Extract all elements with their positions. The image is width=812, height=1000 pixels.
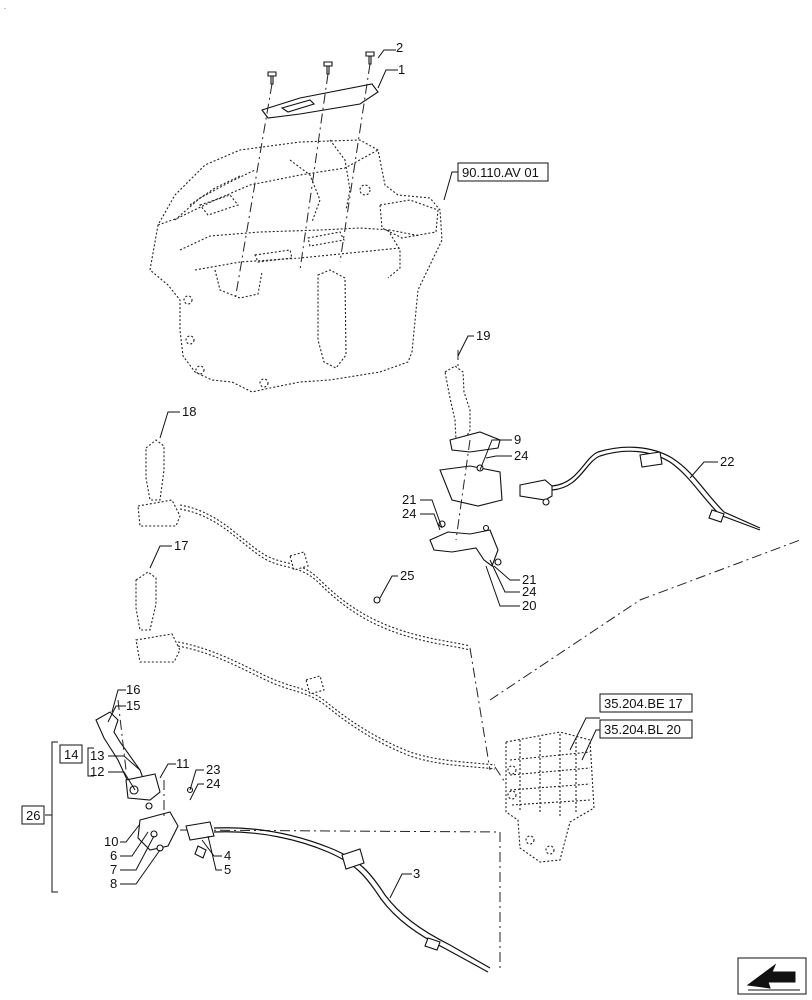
group-bracket-14 <box>87 747 94 777</box>
svg-text:35.204.BE 17: 35.204.BE 17 <box>604 696 683 711</box>
cab-console-housing <box>149 139 443 393</box>
lever-assembly <box>95 699 194 852</box>
callout-2: 2 <box>396 40 403 55</box>
joystick-assembly-19 <box>429 350 553 567</box>
svg-text:14: 14 <box>64 747 78 762</box>
small-bolt-25 <box>373 596 381 604</box>
boxed-reference-valve-1: 35.204.BE 17 <box>599 693 693 713</box>
callout-12: 12 <box>90 764 104 779</box>
callout-labels: 1 2 3 4 5 6 7 8 9 10 11 12 13 15 16 17 1… <box>90 40 734 891</box>
callout-20: 20 <box>522 598 536 613</box>
svg-text:26: 26 <box>26 808 40 823</box>
boxed-reference-cab: 90.110.AV 01 <box>457 162 549 182</box>
callout-6: 6 <box>110 848 117 863</box>
joystick-assembly-18 <box>137 439 471 651</box>
svg-text:35.204.BL 20: 35.204.BL 20 <box>604 722 681 737</box>
callout-25: 25 <box>400 568 414 583</box>
control-cable-3 <box>185 821 491 973</box>
callout-24-lever: 24 <box>206 776 220 791</box>
callout-8: 8 <box>110 876 117 891</box>
callout-24-top: 24 <box>514 448 528 463</box>
leader-lines <box>107 49 718 899</box>
callout-5: 5 <box>224 862 231 877</box>
boxed-reference-valve-2: 35.204.BL 20 <box>599 719 693 739</box>
callout-15: 15 <box>126 698 140 713</box>
callout-19: 19 <box>476 328 490 343</box>
callout-10: 10 <box>104 834 118 849</box>
group-bracket-26 <box>45 741 58 893</box>
connection-lines <box>179 539 801 970</box>
callout-13: 13 <box>90 748 104 763</box>
callout-17: 17 <box>174 538 188 553</box>
callout-3: 3 <box>413 866 420 881</box>
boxed-reference-26: 26 <box>21 805 45 825</box>
view-direction-arrow-icon <box>737 957 807 995</box>
callout-24-left: 24 <box>402 506 416 521</box>
callout-18: 18 <box>182 404 196 419</box>
svg-text:90.110.AV 01: 90.110.AV 01 <box>462 165 539 180</box>
callout-9: 9 <box>514 432 521 447</box>
cover-plate <box>261 83 379 119</box>
cover-plate-center-lines <box>234 63 371 301</box>
callout-21-right: 21 <box>522 572 536 587</box>
svg-text:.: . <box>4 4 6 11</box>
callout-4: 4 <box>224 848 231 863</box>
callout-16: 16 <box>126 682 140 697</box>
screws-top <box>267 51 375 85</box>
callout-7: 7 <box>110 862 117 877</box>
callout-1: 1 <box>398 62 405 77</box>
callout-23: 23 <box>206 762 220 777</box>
callout-24-right: 24 <box>522 584 536 599</box>
control-valve <box>505 731 595 863</box>
callout-22: 22 <box>720 454 734 469</box>
callout-21-left: 21 <box>402 492 416 507</box>
boxed-reference-14: 14 <box>59 744 83 764</box>
control-cable-22 <box>551 446 761 531</box>
callout-11: 11 <box>176 756 190 771</box>
joystick-assembly-17 <box>135 571 496 770</box>
